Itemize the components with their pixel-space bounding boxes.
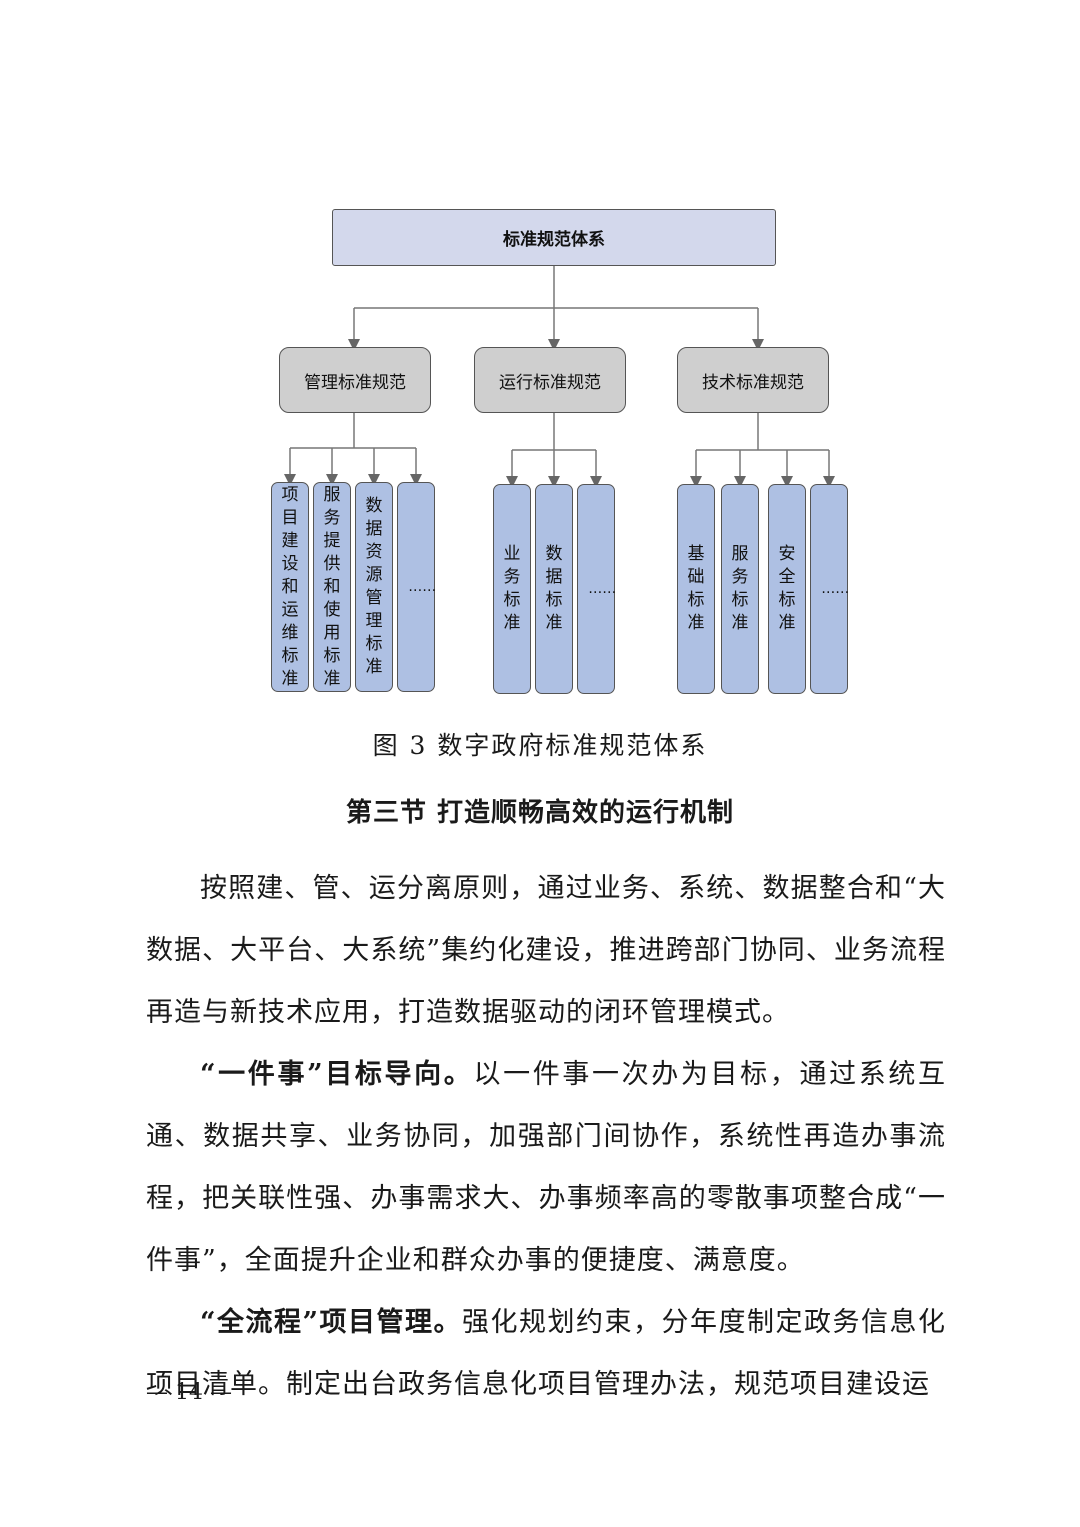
diagram-leaf: 数据标准 (535, 484, 573, 694)
diagram-leaf-ellipsis: …… (810, 484, 849, 694)
section-heading: 第三节 打造顺畅高效的运行机制 (345, 798, 735, 828)
diagram-leaf: 项目建设和运维标准 (271, 482, 309, 692)
diagram-group-operation: 运行标准规范 (474, 347, 626, 413)
diagram-connectors (284, 266, 835, 488)
diagram-leaf: 基础标准 (677, 484, 715, 694)
diagram-group-management: 管理标准规范 (279, 347, 431, 413)
diagram-leaf-ellipsis: …… (577, 484, 616, 694)
page-number: — 14 — (146, 1380, 232, 1405)
diagram-leaf: 业务标准 (493, 484, 531, 694)
diagram-group-technical: 技术标准规范 (677, 347, 829, 413)
diagram-leaf: 数据资源管理标准 (355, 482, 393, 692)
figure-caption: 图 3 数字政府标准规范体系 (372, 731, 708, 760)
diagram-root-node: 标准规范体系 (332, 209, 776, 266)
diagram-leaf-ellipsis: …… (397, 482, 436, 692)
paragraph: “一件事”目标导向。以一件事一次办为目标，通过系统互通、数据共享、业务协同，加强… (146, 1059, 946, 1276)
diagram-leaf: 服务提供和使用标准 (313, 482, 351, 692)
body-text: 按照建、管、运分离原则，通过业务、系统、数据整合和“大数据、大平台、大系统”集约… (146, 858, 946, 1416)
paragraph: “全流程”项目管理。强化规划约束，分年度制定政务信息化项目清单。制定出台政务信息… (146, 1307, 947, 1400)
diagram-leaf: 安全标准 (768, 484, 806, 694)
paragraph: 按照建、管、运分离原则，通过业务、系统、数据整合和“大数据、大平台、大系统”集约… (146, 873, 946, 1028)
diagram-leaf: 服务标准 (721, 484, 759, 694)
